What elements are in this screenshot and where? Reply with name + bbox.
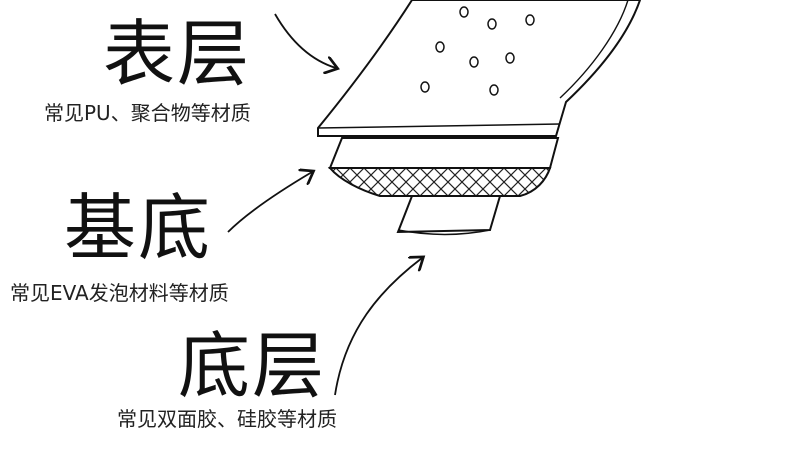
- bottom-layer-title: 底层: [178, 324, 327, 408]
- base-layer-shape: [327, 137, 560, 197]
- perforation-dots: [420, 6, 535, 96]
- surface-layer-arrow: [274, 13, 336, 68]
- bottom-layer-arrow: [334, 258, 422, 396]
- surface-layer-title: 表层: [103, 12, 252, 96]
- surface-layer-shape: [317, 0, 642, 137]
- bottom-layer-shape: [396, 195, 502, 236]
- surface-layer-description: 常见PU、聚合物等材质: [44, 101, 251, 125]
- base-layer-arrow: [227, 172, 312, 233]
- bottom-layer-description: 常见双面胶、硅胶等材质: [117, 407, 337, 431]
- base-layer-description: 常见EVA发泡材料等材质: [10, 281, 229, 305]
- base-layer-title: 基底: [64, 186, 213, 270]
